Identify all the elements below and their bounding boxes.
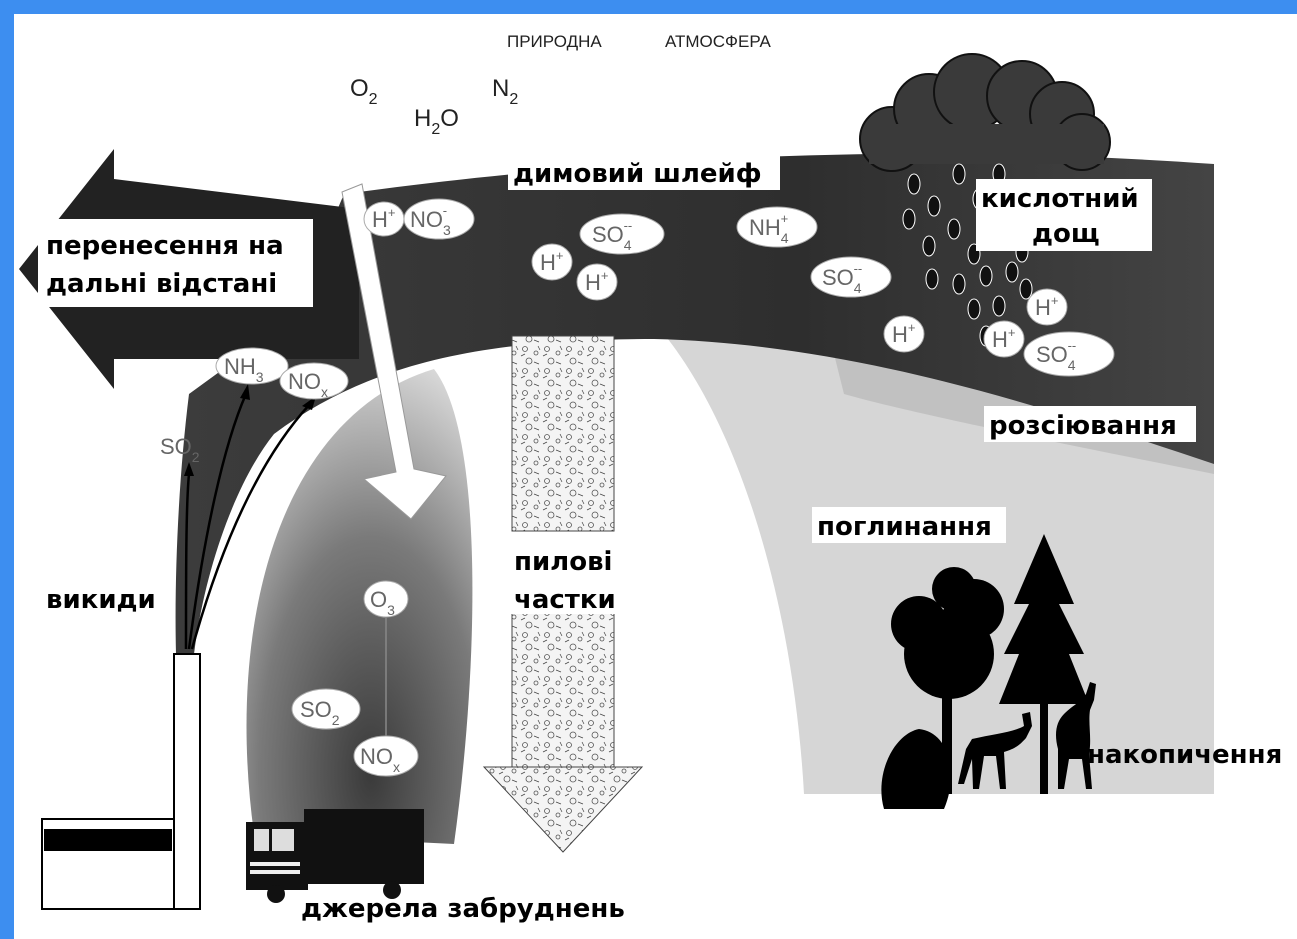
dispersion-label: розсіювання xyxy=(989,411,1177,441)
dust-column-lower xyxy=(512,612,614,767)
dust-column-upper xyxy=(512,336,614,531)
acid-rain-label-1: кислотний xyxy=(981,184,1139,214)
chimney xyxy=(174,654,200,909)
dust-label-2: частки xyxy=(514,585,616,615)
atmosphere-diagram: ПРИРОДНА АТМОСФЕРА O2 H2O N2 димовий шле… xyxy=(14,14,1297,939)
gas-h2o: H2O xyxy=(414,105,459,138)
emissions-label: викиди xyxy=(46,585,156,615)
gas-n2: N2 xyxy=(492,75,518,108)
dust-label-1: пилові xyxy=(514,547,612,577)
truck-icon xyxy=(246,809,424,903)
absorption-label: поглинання xyxy=(817,512,992,542)
header-title-right: АТМОСФЕРА xyxy=(665,32,772,51)
acid-rain-label-2: дощ xyxy=(1032,219,1100,249)
accumulation-label: накопичення xyxy=(1087,740,1282,770)
long-range-label-2: дальні відстані xyxy=(46,269,277,299)
long-range-label-1: перенесення на xyxy=(46,231,284,261)
header-title-left: ПРИРОДНА xyxy=(507,32,602,51)
sources-label: джерела забруднень xyxy=(301,894,625,924)
factory-stripe xyxy=(44,829,172,851)
dust-arrow-head xyxy=(484,767,642,852)
plume-label: димовий шлейф xyxy=(513,159,762,189)
cloud-icon xyxy=(860,54,1110,171)
diagram-canvas: ПРИРОДНА АТМОСФЕРА O2 H2O N2 димовий шле… xyxy=(14,14,1297,939)
gas-o2: O2 xyxy=(350,75,378,108)
